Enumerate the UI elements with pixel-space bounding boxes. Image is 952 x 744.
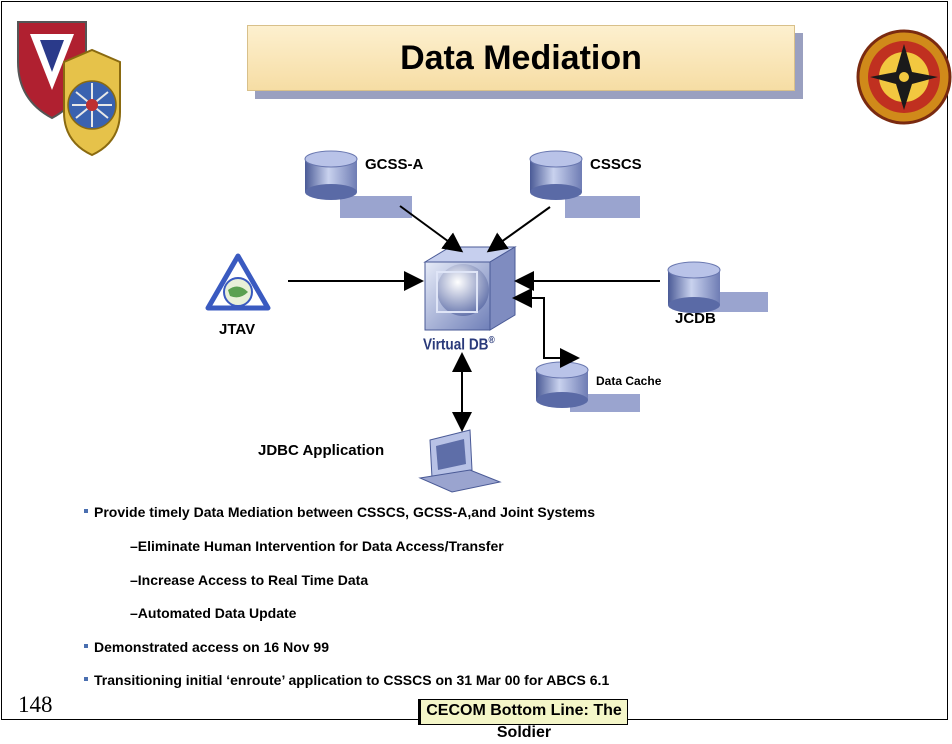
jcdb-database-icon bbox=[667, 261, 768, 313]
ammo-shield-logo bbox=[17, 21, 87, 120]
arsenal-seal-logo bbox=[63, 48, 121, 157]
bullet-item: Transitioning initial ‘enroute’ applicat… bbox=[84, 672, 609, 688]
gcss-a-database-icon bbox=[304, 150, 412, 218]
csscs-database-icon bbox=[529, 150, 640, 218]
sub-bullet-item: –Increase Access to Real Time Data bbox=[130, 572, 369, 588]
bottom-line-banner: CECOM Bottom Line: The Soldier bbox=[418, 699, 628, 741]
bullet-item: Provide timely Data Mediation between CS… bbox=[84, 504, 595, 520]
cecom-crest-logo bbox=[856, 29, 952, 125]
title-box: Data Mediation bbox=[247, 25, 795, 91]
page-title: Data Mediation bbox=[400, 38, 642, 77]
bullet-square-icon bbox=[84, 644, 88, 649]
jdbc-computer-icon bbox=[418, 429, 502, 493]
csscs-label: CSSCS bbox=[590, 156, 642, 173]
logos-layer bbox=[17, 21, 952, 157]
arrow-gcss-to-vdb bbox=[399, 205, 464, 253]
data-mediation-diagram bbox=[205, 150, 768, 493]
sub-bullet-item: –Automated Data Update bbox=[130, 605, 297, 621]
arrow-vdb-data-cache bbox=[512, 288, 580, 368]
gcss-a-label: GCSS-A bbox=[365, 156, 424, 173]
virtual-db-cube-icon bbox=[423, 246, 517, 331]
jcdb-label: JCDB bbox=[675, 310, 716, 327]
bullet-square-icon bbox=[84, 677, 88, 682]
jtav-globe-icon bbox=[205, 253, 271, 311]
data-cache-label: Data Cache bbox=[596, 374, 662, 388]
jdbc-application-label: JDBC Application bbox=[258, 442, 385, 459]
virtual-db-label: Virtual DB® bbox=[423, 335, 495, 354]
bullet-square-icon bbox=[84, 509, 88, 514]
arrow-csscs-to-vdb bbox=[486, 206, 551, 253]
jtav-label: JTAV bbox=[219, 321, 256, 338]
bullet-item: Demonstrated access on 16 Nov 99 bbox=[84, 639, 329, 655]
sub-bullet-item: –Eliminate Human Intervention for Data A… bbox=[130, 538, 504, 554]
page-number: 148 bbox=[18, 692, 53, 717]
